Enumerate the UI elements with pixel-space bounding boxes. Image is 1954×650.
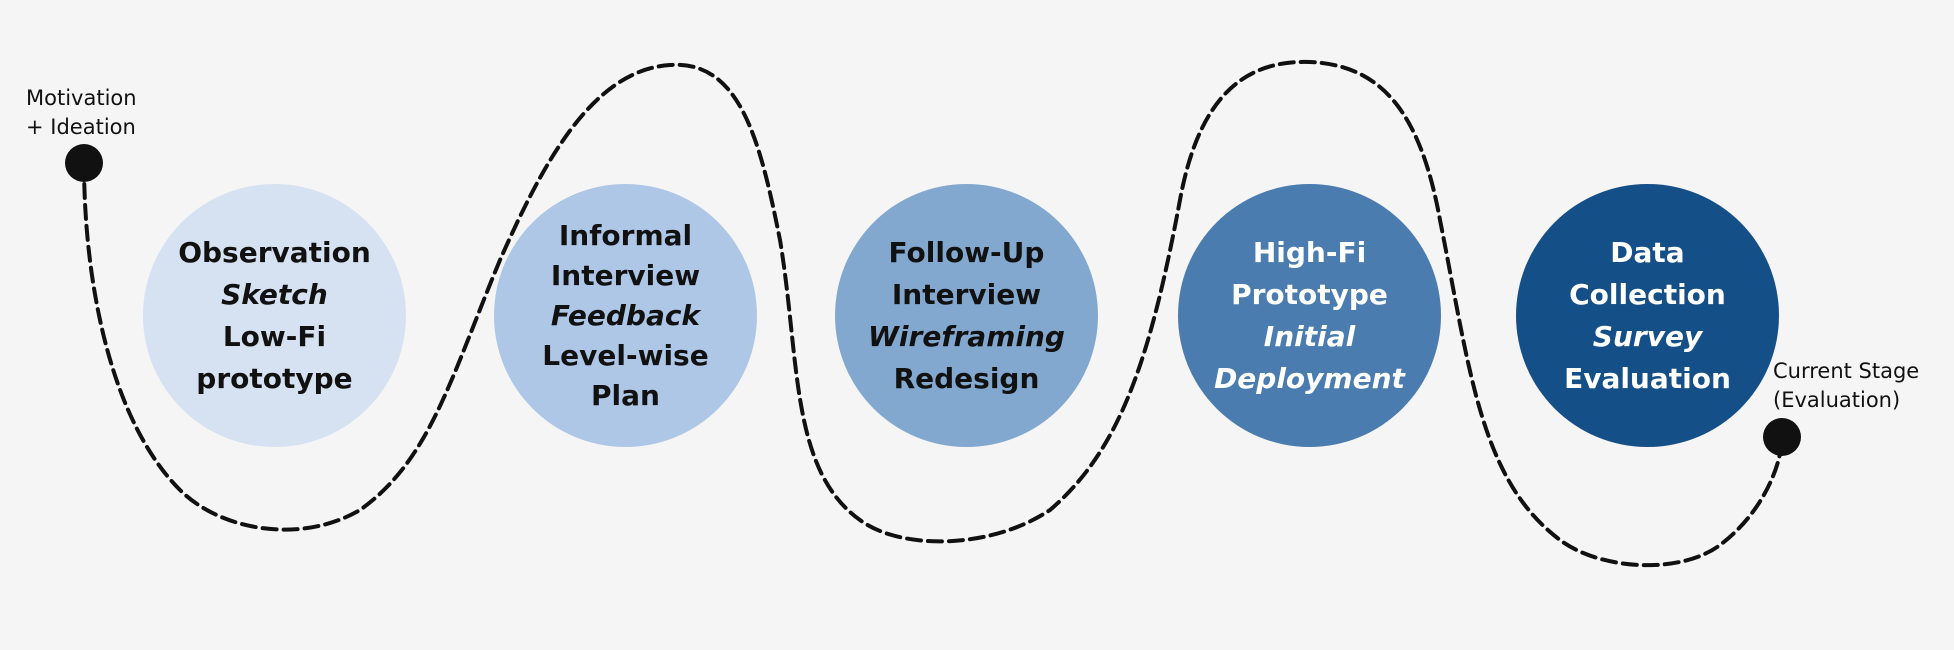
start-point-dot [65, 144, 103, 182]
stage-line: Evaluation [1564, 361, 1731, 395]
start-label-line: Motivation [26, 86, 137, 110]
stage-line: Informal [558, 218, 693, 252]
stage-line: prototype [196, 361, 353, 395]
stage-line: Data [1610, 235, 1685, 269]
stage-line: Redesign [893, 361, 1040, 395]
end-label-line: Current Stage [1773, 359, 1920, 383]
stage-line: Feedback [550, 298, 701, 332]
stage-line: Collection [1569, 277, 1726, 311]
stage-line: Observation [178, 235, 371, 269]
stage-line: Interview [550, 258, 701, 292]
start-label: Motivation + Ideation [26, 84, 137, 142]
stage-line: Deployment [1214, 361, 1405, 395]
stage-line: Interview [891, 277, 1042, 311]
stage-line: Low-Fi [222, 319, 327, 353]
end-label-line: (Evaluation) [1773, 388, 1901, 412]
stage-line: High-Fi [1252, 235, 1367, 269]
stage-line: Prototype [1231, 277, 1388, 311]
dashed-flow-path [82, 59, 1784, 568]
end-label: Current Stage (Evaluation) [1773, 357, 1919, 415]
start-label-line: + Ideation [26, 115, 136, 139]
stage-line: Follow-Up [888, 235, 1045, 269]
stage-line: Sketch [221, 277, 328, 311]
stage-line: Plan [591, 378, 660, 412]
current-stage-dot [1763, 418, 1801, 456]
stage-line: Initial [1263, 319, 1356, 353]
stage-line: Wireframing [868, 319, 1065, 353]
stage-line: Survey [1592, 319, 1703, 353]
stage-line: Level-wise [542, 338, 709, 372]
